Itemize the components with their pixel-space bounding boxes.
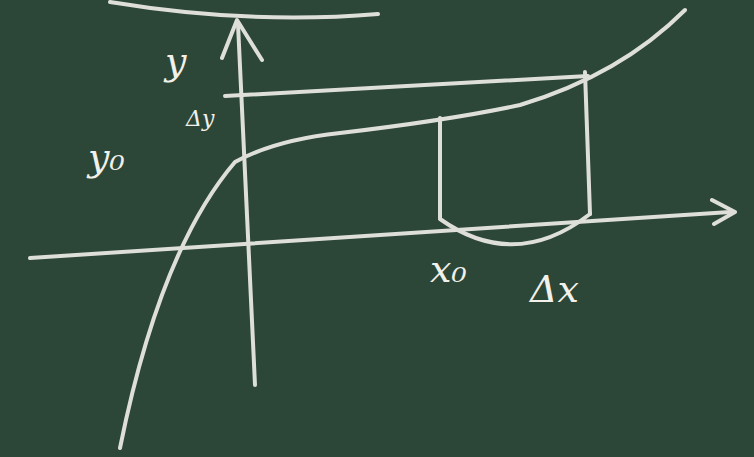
x0-vertical-line — [438, 118, 442, 218]
y-axis-label: y — [165, 42, 186, 80]
y-axis-arrow — [222, 20, 262, 60]
x-axis — [30, 212, 730, 258]
x-delta-vertical-line — [585, 72, 590, 214]
delta-x-label: Δx — [530, 270, 579, 308]
x0-label: x₀ — [430, 250, 467, 288]
y-level-line — [225, 76, 588, 96]
y0-label: y₀ — [88, 138, 125, 176]
delta-x-brace — [440, 214, 590, 244]
x-axis-arrow — [712, 200, 735, 224]
delta-y-label: Δy — [186, 108, 214, 130]
y-axis — [238, 24, 255, 385]
partial-curve — [110, 2, 378, 18]
function-curve — [120, 10, 685, 448]
